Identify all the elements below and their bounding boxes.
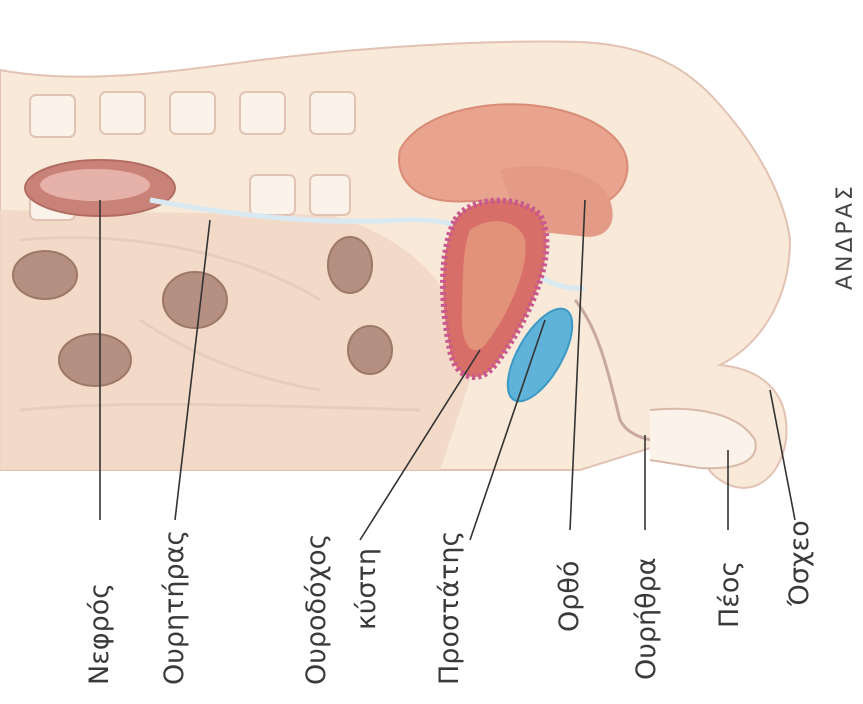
label-rectum: Ορθό (554, 561, 585, 632)
label-penis: Πέος (714, 561, 745, 628)
label-bladder-line1: Ουροδόχος (301, 533, 332, 685)
label-bladder-line2: κύστη (351, 548, 382, 630)
label-ureter: Ουρητήρας (159, 530, 190, 685)
label-prostate: Προστάτης (434, 531, 465, 685)
diagram-title: ΑΝΔΡΑΣ (833, 183, 858, 290)
label-kidney: Νεφρός (84, 583, 115, 685)
label-urethra: Ουρήθρα (631, 557, 662, 680)
label-scrotum: Όσχεο (784, 520, 815, 607)
